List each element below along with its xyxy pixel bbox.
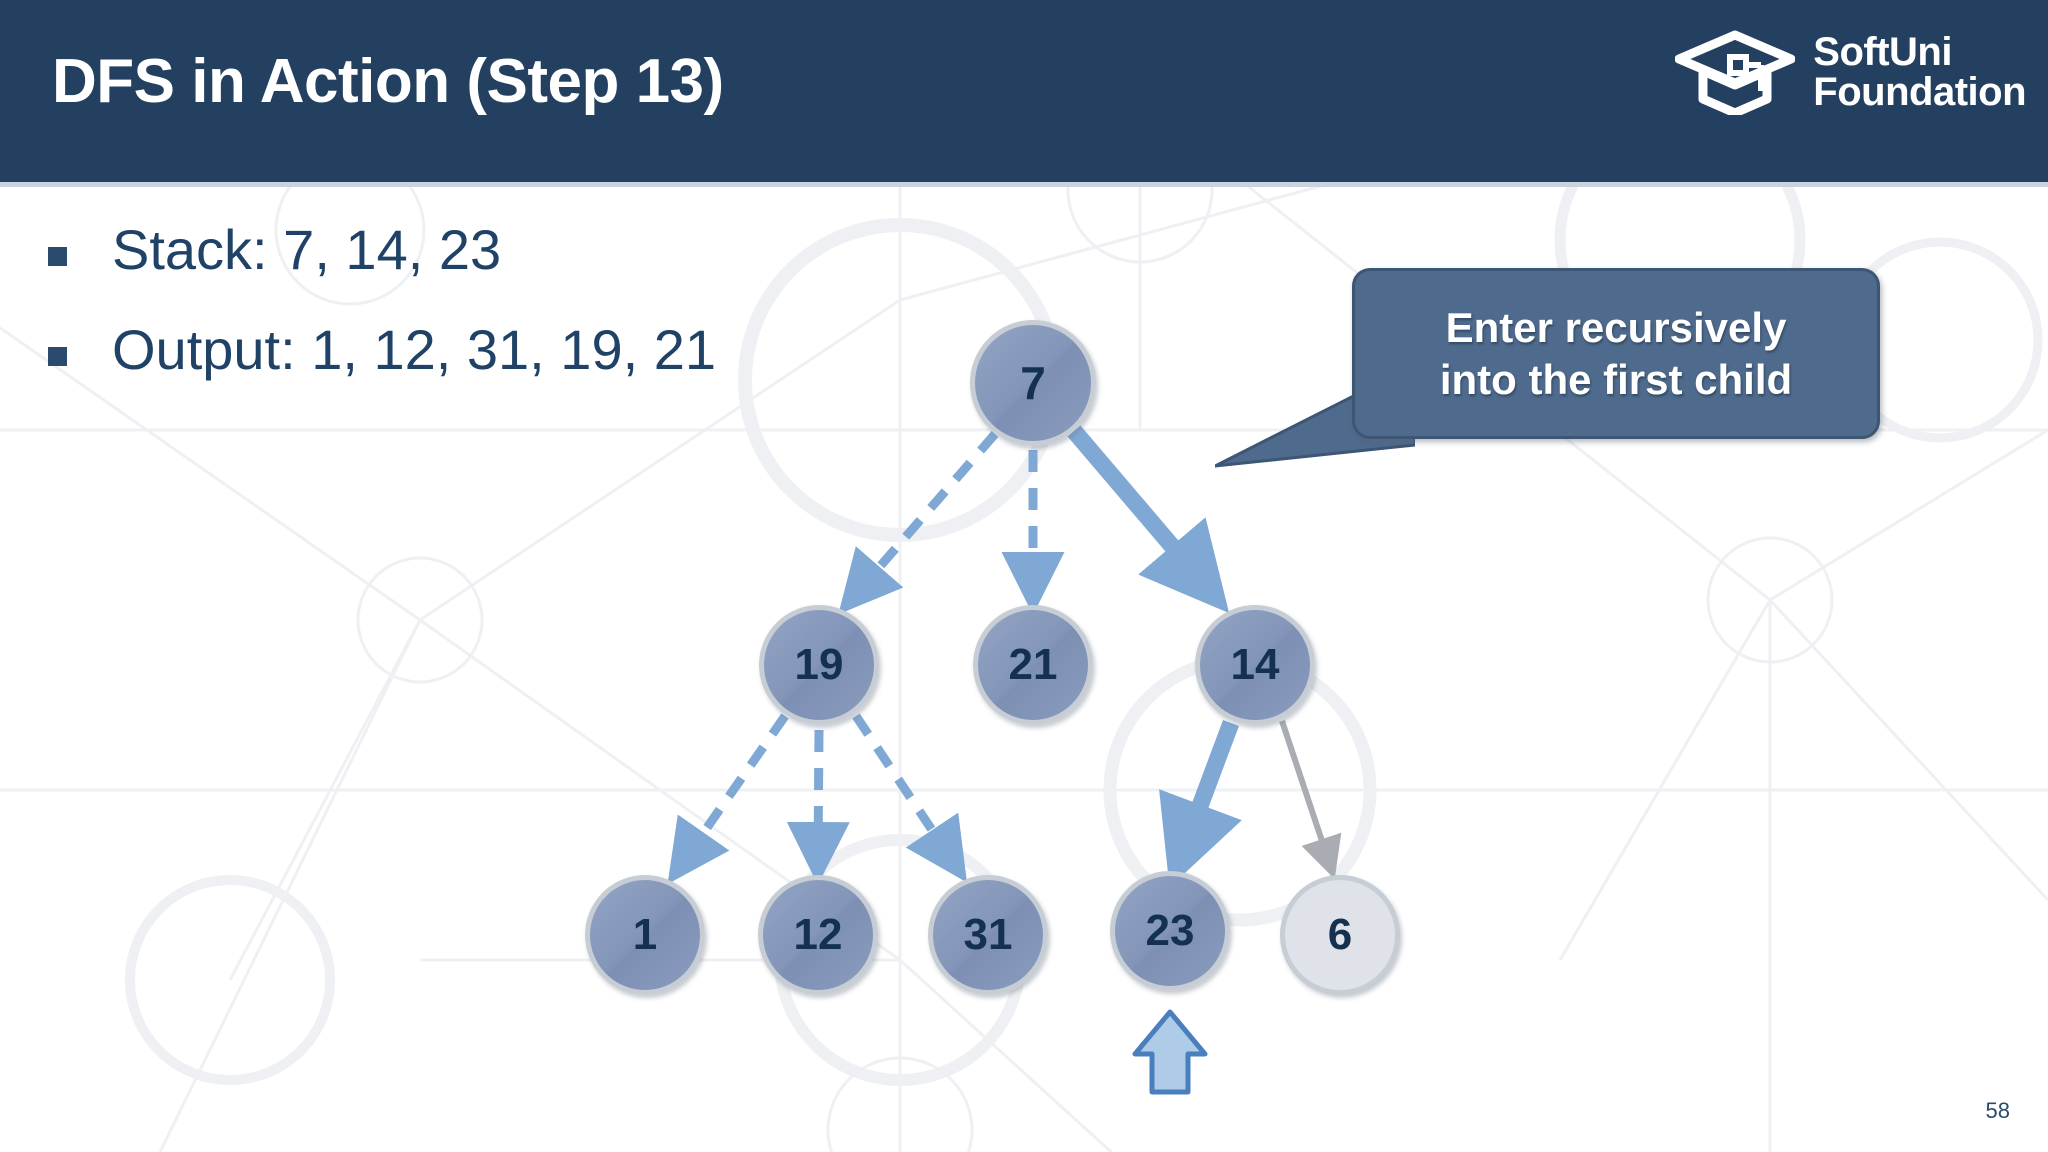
tree-node-1[interactable]: 1: [585, 875, 705, 995]
bullet-item-stack: Stack: 7, 14, 23: [48, 215, 716, 285]
tree-node-12[interactable]: 12: [758, 875, 878, 995]
edge-14-6: [1279, 720, 1342, 880]
output-line: Output: 1, 12, 31, 19, 21: [112, 318, 716, 381]
square-bullet-icon: [48, 347, 67, 366]
tree-node-label: 19: [794, 640, 844, 689]
tree-node-label: 14: [1230, 640, 1280, 689]
header-accent-line: [0, 182, 2048, 187]
logo-line-1: SoftUni: [1813, 30, 1952, 74]
current-node-pointer-icon: [1132, 1009, 1208, 1095]
tree-node-label: 6: [1327, 910, 1353, 959]
tree-node-31[interactable]: 31: [928, 875, 1048, 995]
tree-node-label: 23: [1145, 906, 1195, 955]
tree-node-14[interactable]: 14: [1195, 605, 1315, 725]
callout-bubble: Enter recursively into the first child: [1352, 268, 1880, 439]
logo-line-2: Foundation: [1813, 70, 2026, 114]
tree-node-21[interactable]: 21: [973, 605, 1093, 725]
edge-19-1: [667, 713, 789, 885]
tree-node-7[interactable]: 7: [970, 320, 1096, 446]
stack-line: Stack: 7, 14, 23: [112, 218, 502, 281]
tree-node-label: 21: [1008, 640, 1058, 689]
tree-node-19[interactable]: 19: [759, 605, 879, 725]
callout-line-1: Enter recursively: [1445, 304, 1787, 352]
softuni-foundation-logo: SoftUni Foundation: [1675, 24, 2026, 120]
tree-node-6[interactable]: 6: [1280, 875, 1400, 995]
page-number: 58: [1985, 1098, 2010, 1123]
edge-14-23: [1159, 720, 1242, 888]
page-title: DFS in Action (Step 13): [52, 47, 724, 116]
tree-node-label: 31: [963, 910, 1013, 959]
callout-line-2: into the first child: [1439, 355, 1793, 403]
tree-node-label: 1: [632, 910, 658, 959]
tree-node-label: 12: [793, 910, 843, 959]
edge-7-19: [838, 431, 999, 615]
edge-19-31: [852, 713, 967, 883]
tree-node-label: 7: [1020, 357, 1046, 409]
square-bullet-icon: [48, 247, 67, 266]
tree-node-23[interactable]: 23: [1110, 871, 1230, 991]
graduation-cap-icon: [1675, 30, 1796, 115]
edge-19-12: [786, 729, 850, 885]
bullet-item-output: Output: 1, 12, 31, 19, 21: [48, 315, 716, 385]
bullet-list: Stack: 7, 14, 23 Output: 1, 12, 31, 19, …: [48, 215, 716, 415]
edge-7-14: [1067, 425, 1230, 614]
